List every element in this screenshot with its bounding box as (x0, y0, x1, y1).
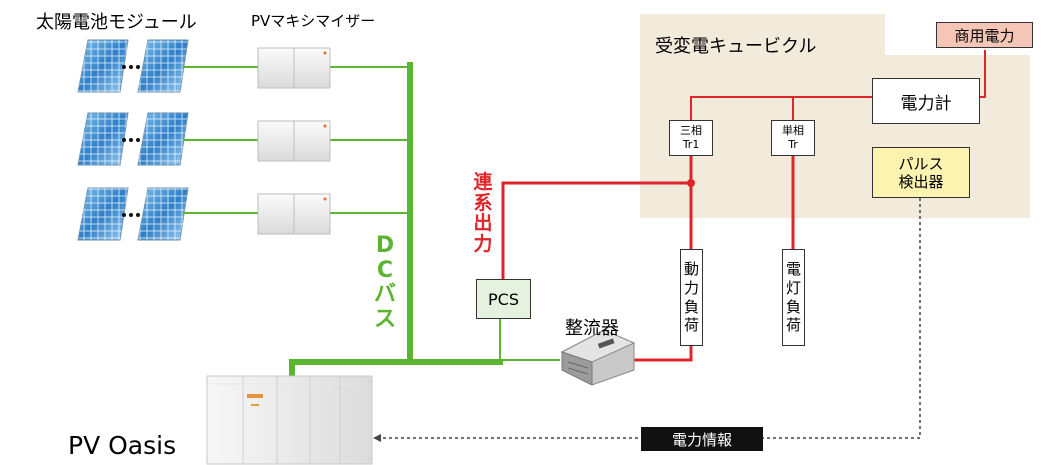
transformer-single-phase-box: 単相 Tr (771, 120, 815, 156)
power-load-char: 動 (683, 260, 699, 278)
commercial-power-box: 商用電力 (936, 22, 1033, 48)
grid-output-label: 連 系 出 力 (470, 172, 496, 254)
arrow-head-icon (373, 434, 381, 442)
dc-branch-lines (183, 66, 560, 361)
transformer-label: Tr1 (682, 138, 700, 151)
cubicle-title: 受変電キュービクル (655, 36, 817, 57)
power-load-char: 荷 (683, 316, 699, 335)
lighting-load-char: 負 (785, 297, 801, 316)
maximizer-unit-icon (257, 47, 331, 89)
grid-output-char: 系 (473, 191, 493, 214)
dc-bus-char: C (376, 257, 394, 283)
rectifier-label: 整流器 (565, 318, 619, 339)
maximizer-unit-icon (257, 193, 331, 235)
transformer-label: Tr (788, 138, 798, 151)
power-meter-box: 電力計 (872, 78, 980, 124)
dc-bus-line (289, 62, 503, 381)
grid-output-char: 出 (473, 212, 493, 235)
dc-bus-char: ス (373, 306, 396, 332)
ac-bus-lines (690, 50, 986, 120)
lighting-load-char: 灯 (785, 278, 801, 297)
pcs-box: PCS (476, 279, 531, 319)
ac-lines (501, 140, 795, 362)
solar-panel-icon (77, 112, 189, 166)
solar-panel-icon (77, 39, 189, 93)
power-load-char: 力 (683, 278, 699, 297)
transformer-three-phase-box: 三相 Tr1 (669, 120, 713, 156)
lighting-load-box: 電 灯 負 荷 (782, 249, 805, 346)
power-info-label: 電力情報 (671, 430, 732, 449)
power-meter-label: 電力計 (900, 93, 952, 114)
power-load-box: 動 力 負 荷 (680, 249, 703, 346)
power-info-badge: 電力情報 (641, 427, 763, 451)
solar-module-label: 太陽電池モジュール (36, 12, 197, 33)
pv-oasis-label: PV Oasis (68, 431, 177, 460)
rectifier-device-icon (560, 329, 636, 386)
pv-maximizer-label: PVマキシマイザー (251, 12, 376, 30)
dc-bus-char: D (375, 233, 395, 258)
pv-oasis-cabinet-icon (206, 375, 373, 465)
transformer-label: 三相 (680, 124, 702, 138)
power-load-char: 負 (683, 297, 699, 316)
ellipsis-icon (122, 65, 140, 217)
commercial-power-label: 商用電力 (954, 26, 1015, 45)
pulse-detector-label: パルス (898, 154, 944, 173)
solar-panel-icon (77, 187, 189, 241)
pulse-detector-box: パルス 検出器 (872, 147, 970, 198)
transformer-label: 単相 (782, 124, 804, 138)
dc-bus-char: バ (373, 282, 396, 308)
dc-bus-label: D C バ ス (372, 233, 398, 333)
lighting-load-char: 荷 (785, 316, 801, 335)
maximizer-unit-icon (257, 120, 331, 162)
grid-output-char: 力 (473, 232, 493, 255)
pcs-label: PCS (488, 289, 519, 309)
lighting-load-char: 電 (785, 260, 801, 278)
grid-output-char: 連 (473, 171, 493, 193)
power-info-line (380, 198, 921, 439)
pulse-detector-label: 検出器 (898, 172, 944, 191)
junction-dot (687, 179, 695, 187)
